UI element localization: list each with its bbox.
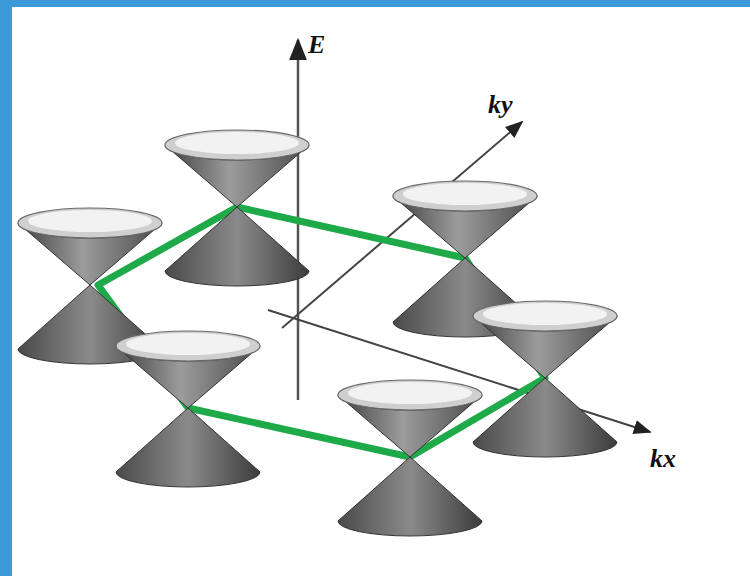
dirac-cone (116, 331, 260, 487)
dirac-cone (338, 380, 482, 536)
axis-label: E (308, 32, 325, 58)
dirac-cone (165, 130, 309, 286)
axis-label: kx (650, 446, 676, 472)
top-bar (0, 0, 750, 7)
side-bar (0, 0, 12, 576)
axis-label: ky (488, 92, 513, 118)
dirac-cone (473, 301, 617, 457)
